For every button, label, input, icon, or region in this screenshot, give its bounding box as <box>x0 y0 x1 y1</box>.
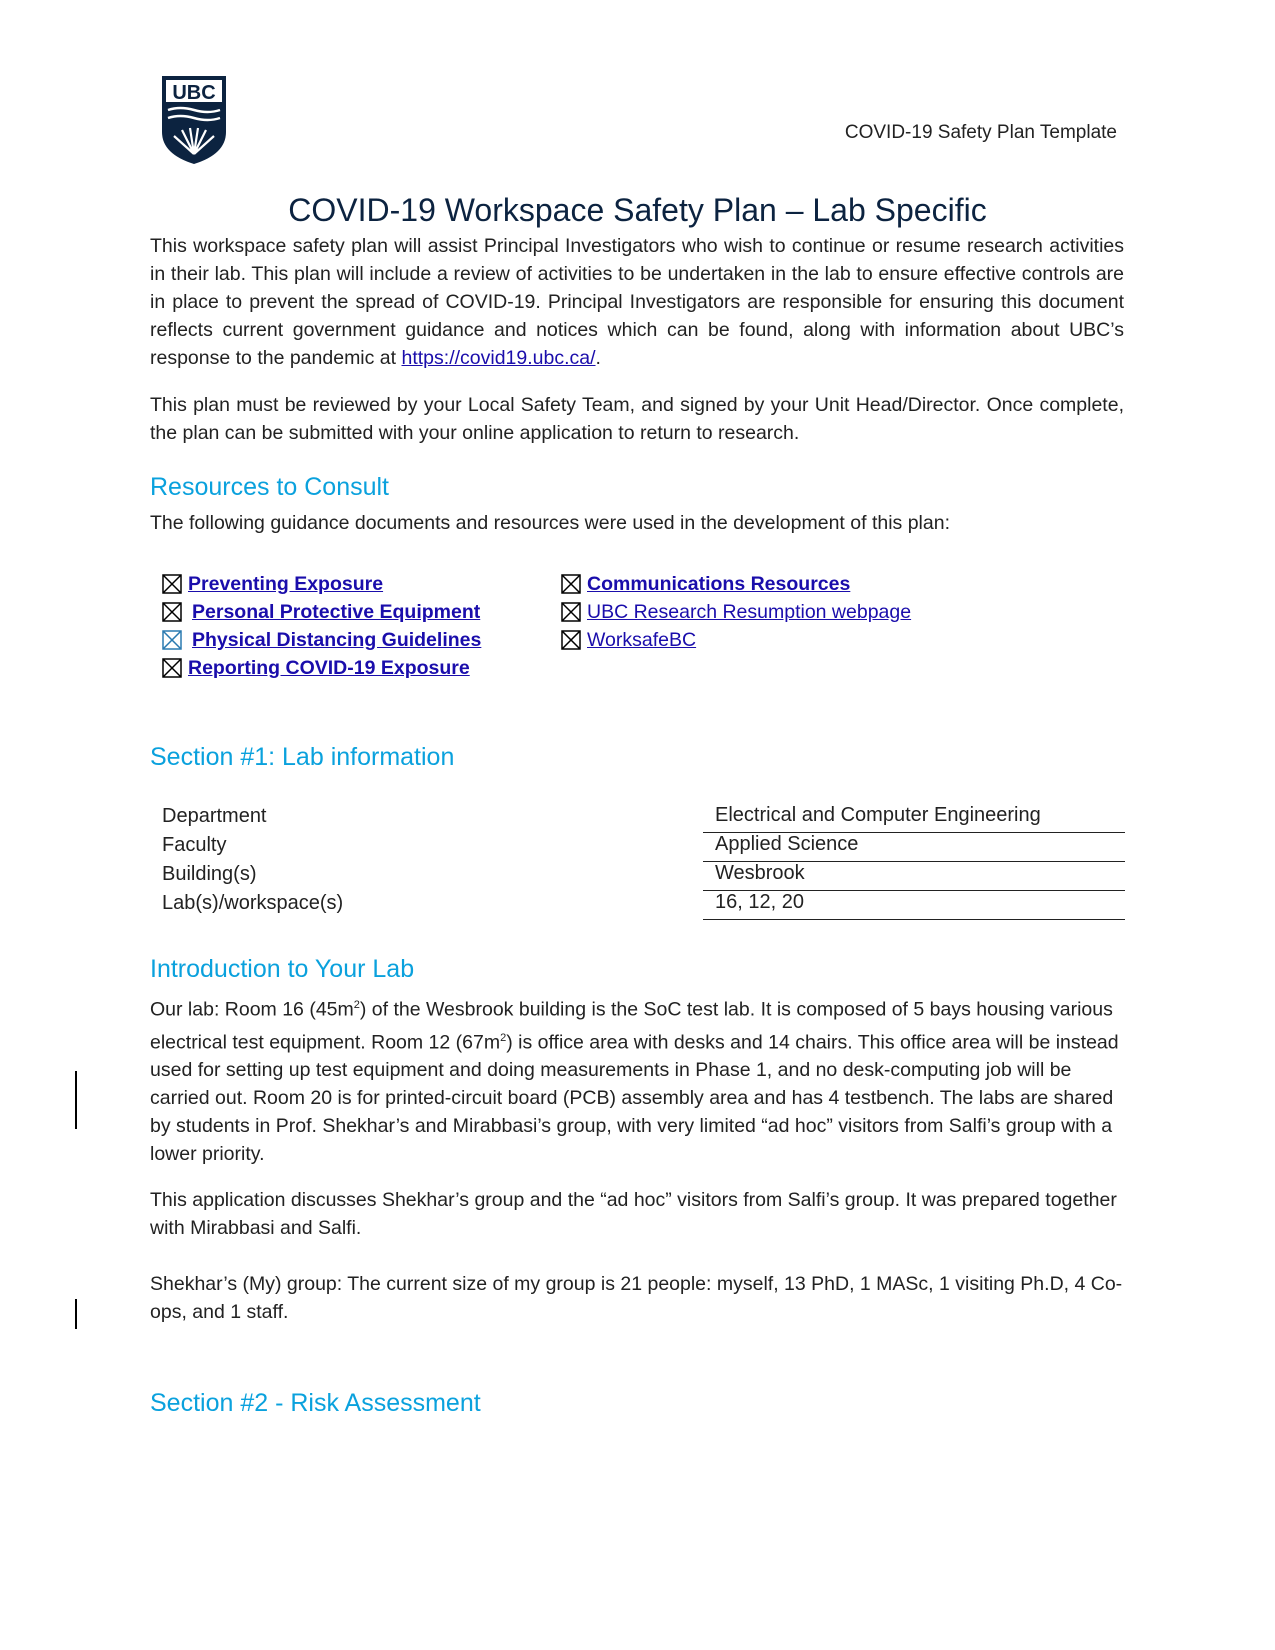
checked-box-icon[interactable] <box>561 602 581 622</box>
application-paragraph: This application discusses Shekhar’s gro… <box>150 1189 1117 1239</box>
resource-link-preventing-exposure[interactable]: Preventing Exposure <box>188 573 384 595</box>
resource-link-ppe[interactable]: Personal Protective Equipment <box>192 601 481 623</box>
resource-item[interactable]: Physical Distancing Guidelines <box>162 626 481 654</box>
checked-box-icon[interactable] <box>561 630 581 650</box>
template-label: COVID-19 Safety Plan Template <box>844 122 1117 143</box>
intro-paragraph: This workspace safety plan will assist P… <box>150 232 1124 372</box>
checked-box-icon[interactable] <box>162 574 182 594</box>
change-bar <box>75 1071 77 1129</box>
resource-link-reporting-exposure[interactable]: Reporting COVID-19 Exposure <box>188 657 470 679</box>
resources-right-column: Communications Resources UBC Research Re… <box>561 570 911 654</box>
lab-text-b: ) of the Wesbrook building is the SoC te… <box>150 998 1113 1054</box>
faculty-label: Faculty <box>162 834 227 856</box>
lab-text-a: Our lab: Room 16 (45m <box>150 998 354 1021</box>
resource-link-worksafebc[interactable]: WorksafeBC <box>587 629 697 651</box>
section2-heading: Section #2 - Risk Assessment <box>150 1389 481 1417</box>
resource-item[interactable]: UBC Research Resumption webpage <box>561 598 911 626</box>
superscript: 2 <box>353 999 360 1011</box>
resources-heading: Resources to Consult <box>150 473 390 501</box>
resources-lead: The following guidance documents and res… <box>150 512 950 534</box>
intro-lab-heading: Introduction to Your Lab <box>150 955 415 983</box>
page-title: COVID-19 Workspace Safety Plan – Lab Spe… <box>288 192 987 228</box>
group-paragraph: Shekhar’s (My) group: The current size o… <box>150 1273 1123 1323</box>
resource-item[interactable]: Reporting COVID-19 Exposure <box>162 654 481 682</box>
department-label: Department <box>162 805 267 827</box>
department-field[interactable]: Electrical and Computer Engineering <box>703 804 1125 833</box>
building-label: Building(s) <box>162 863 257 885</box>
lab-description-paragraph: Our lab: Room 16 (45m2) of the Wesbrook … <box>150 991 1124 1168</box>
checked-box-icon[interactable] <box>162 630 182 650</box>
checked-box-icon[interactable] <box>561 574 581 594</box>
resource-item[interactable]: Personal Protective Equipment <box>162 598 481 626</box>
resource-link-physical-distancing[interactable]: Physical Distancing Guidelines <box>192 629 482 651</box>
resource-item[interactable]: Communications Resources <box>561 570 911 598</box>
resource-item[interactable]: WorksafeBC <box>561 626 911 654</box>
superscript: 2 <box>500 1031 507 1044</box>
intro-end: . <box>595 347 601 369</box>
covid-link[interactable]: https://covid19.ubc.ca/ <box>401 347 596 369</box>
section1-heading: Section #1: Lab information <box>150 743 455 771</box>
resource-link-ubc-research-resumption[interactable]: UBC Research Resumption webpage <box>587 601 912 623</box>
resource-item[interactable]: Preventing Exposure <box>162 570 481 598</box>
intro-text: This workspace safety plan will assist P… <box>150 235 1124 369</box>
resources-left-column: Preventing Exposure Personal Protective … <box>162 570 481 682</box>
logo-text: UBC <box>172 82 215 104</box>
resource-link-communications[interactable]: Communications Resources <box>587 573 851 595</box>
faculty-field[interactable]: Applied Science <box>703 833 1125 862</box>
checked-box-icon[interactable] <box>162 658 182 678</box>
review-paragraph: This plan must be reviewed by your Local… <box>150 394 1124 444</box>
building-field[interactable]: Wesbrook <box>703 862 1125 891</box>
lab-workspace-field[interactable]: 16, 12, 20 <box>703 891 1125 920</box>
lab-workspace-label: Lab(s)/workspace(s) <box>162 892 344 914</box>
checked-box-icon[interactable] <box>162 602 182 622</box>
lab-text-c: ) is office area with desks and 14 chair… <box>150 1031 1119 1165</box>
change-bar <box>75 1299 77 1329</box>
ubc-logo: UBC <box>162 76 226 164</box>
